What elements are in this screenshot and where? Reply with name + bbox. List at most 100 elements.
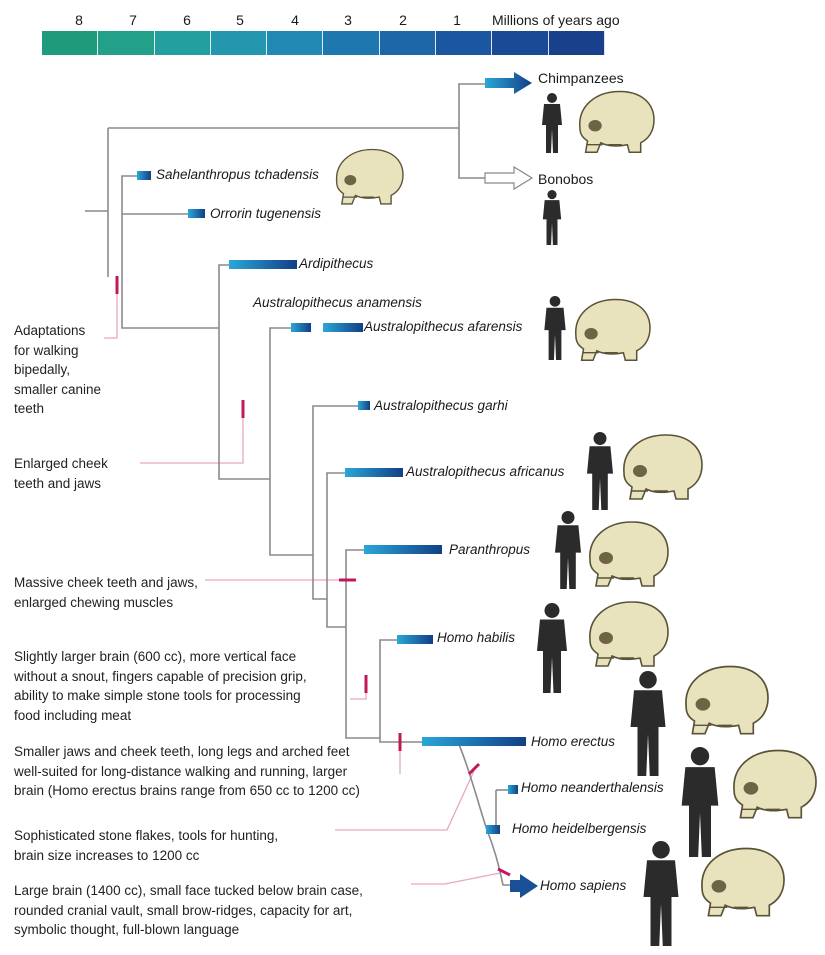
- timescale-tick-5: 5: [236, 12, 244, 28]
- branch-line: [312, 405, 358, 555]
- neanderthal-figure-icon: [681, 747, 719, 857]
- figure-body: [643, 860, 679, 946]
- sahelanthropus-skull-icon: [336, 148, 404, 205]
- label-erectus: Homo erectus: [531, 734, 616, 749]
- figure-head: [639, 671, 657, 689]
- note-smaller-jaws: Smaller jaws and cheek teeth, long legs …: [14, 744, 360, 798]
- figure-body: [542, 200, 562, 245]
- skull-outline: [589, 601, 669, 667]
- figure-body: [555, 525, 581, 589]
- timescale-segment: [492, 31, 549, 55]
- branch-line: [345, 549, 364, 627]
- sapiens-skull-icon: [701, 847, 785, 917]
- figure-head: [547, 93, 557, 103]
- callout-line: [411, 872, 501, 885]
- species-illustrations: [336, 90, 817, 946]
- figure-head: [547, 190, 557, 200]
- figure-body: [587, 446, 613, 510]
- skull-outline: [336, 148, 404, 205]
- species-bar-habilis: [397, 635, 433, 644]
- species-range-bars: [137, 72, 538, 898]
- species-bar-erectus: [422, 737, 526, 746]
- sapiens-figure-icon: [643, 841, 679, 946]
- label-habilis: Homo habilis: [437, 630, 516, 645]
- chimpanzee-figure-icon: [542, 93, 562, 153]
- callout-line: [104, 286, 118, 339]
- label-orrorin: Orrorin tugenensis: [210, 206, 322, 221]
- skull-eye-socket: [584, 328, 598, 340]
- figure-body: [537, 619, 567, 693]
- branch-line: [457, 741, 498, 831]
- species-bar-orrorin: [188, 209, 205, 218]
- timescale-tick-7: 7: [129, 12, 137, 28]
- species-arrow-sapiens: [510, 874, 538, 898]
- figure-body: [544, 307, 566, 360]
- timescale-tick-4: 4: [291, 12, 299, 28]
- timescale-tick-3: 3: [344, 12, 352, 28]
- note-massive-jaws: Massive cheek teeth and jaws, enlarged c…: [14, 575, 198, 610]
- figure-head: [549, 296, 561, 307]
- label-chimpanzees: Chimpanzees: [538, 70, 624, 86]
- figure-head: [690, 747, 710, 766]
- timescale-segment: [323, 31, 380, 55]
- branch-line: [218, 264, 229, 328]
- branch-line: [379, 639, 397, 738]
- branch-line: [218, 328, 270, 480]
- erectus-figure-icon: [630, 671, 666, 776]
- branch-line: [269, 479, 313, 556]
- bonobo-figure-icon: [542, 190, 562, 245]
- timescale-segment: [267, 31, 324, 55]
- label-heidelbergensis: Homo heidelbergensis: [512, 821, 647, 836]
- branch-line: [326, 472, 346, 599]
- figure-head: [544, 603, 560, 618]
- afarensis-skull-icon: [575, 298, 651, 362]
- timescale-segment: [154, 31, 211, 55]
- label-sahelanthropus: Sahelanthropus tchadensis: [156, 167, 319, 182]
- branch-line: [312, 555, 327, 600]
- label-africanus: Australopithecus africanus: [406, 464, 565, 479]
- branch-line: [108, 83, 485, 129]
- branch-line: [486, 829, 510, 886]
- note-bipedal: Adaptations for walking bipedally, small…: [14, 323, 102, 416]
- skull-eye-socket: [743, 782, 759, 795]
- timescale-bar: [42, 31, 605, 55]
- skull-outline: [623, 434, 703, 500]
- branch-line: [458, 128, 485, 179]
- habilis-figure-icon: [537, 603, 567, 693]
- note-larger-brain: Slightly larger brain (600 cc), more ver…: [14, 649, 307, 723]
- habilis-skull-icon: [589, 601, 669, 667]
- callout-line: [350, 684, 367, 700]
- branch-line: [121, 277, 219, 329]
- timescale-tick-8: 8: [75, 12, 83, 28]
- timescale-tick-6: 6: [183, 12, 191, 28]
- label-ardipithecus: Ardipithecus: [299, 256, 374, 271]
- label-neanderthalensis: Homo neanderthalensis: [521, 780, 664, 795]
- label-paranthropus: Paranthropus: [449, 542, 531, 557]
- adaptation-marker: [467, 762, 481, 776]
- callout-lines: [104, 286, 501, 885]
- skull-eye-socket: [633, 465, 647, 477]
- skull-outline: [575, 298, 651, 362]
- species-bar-afarensis: [323, 323, 363, 332]
- skull-outline: [579, 90, 655, 154]
- figure-head: [593, 432, 607, 445]
- timescale-segment: [98, 31, 155, 55]
- note-stone-flakes: Sophisticated stone flakes, tools for hu…: [14, 828, 279, 863]
- skull-outline: [589, 521, 669, 587]
- label-bonobos: Bonobos: [538, 171, 594, 187]
- skull-outline: [733, 749, 817, 819]
- branch-line: [379, 738, 422, 743]
- note-large-brain: Large brain (1400 cc), small face tucked…: [14, 883, 363, 937]
- figure-body: [542, 104, 562, 153]
- timescale-tick-1: 1: [453, 12, 461, 28]
- note-cheek-teeth: Enlarged cheek teeth and jaws: [14, 456, 108, 491]
- species-bar-heidelbergensis: [486, 825, 500, 834]
- figure-body: [630, 690, 666, 776]
- skull-outline: [701, 847, 785, 917]
- erectus-skull-icon: [685, 665, 769, 735]
- species-bar-paranthropus: [364, 545, 442, 554]
- label-afarensis: Australopithecus afarensis: [364, 319, 523, 334]
- timescale-segment: [548, 31, 605, 55]
